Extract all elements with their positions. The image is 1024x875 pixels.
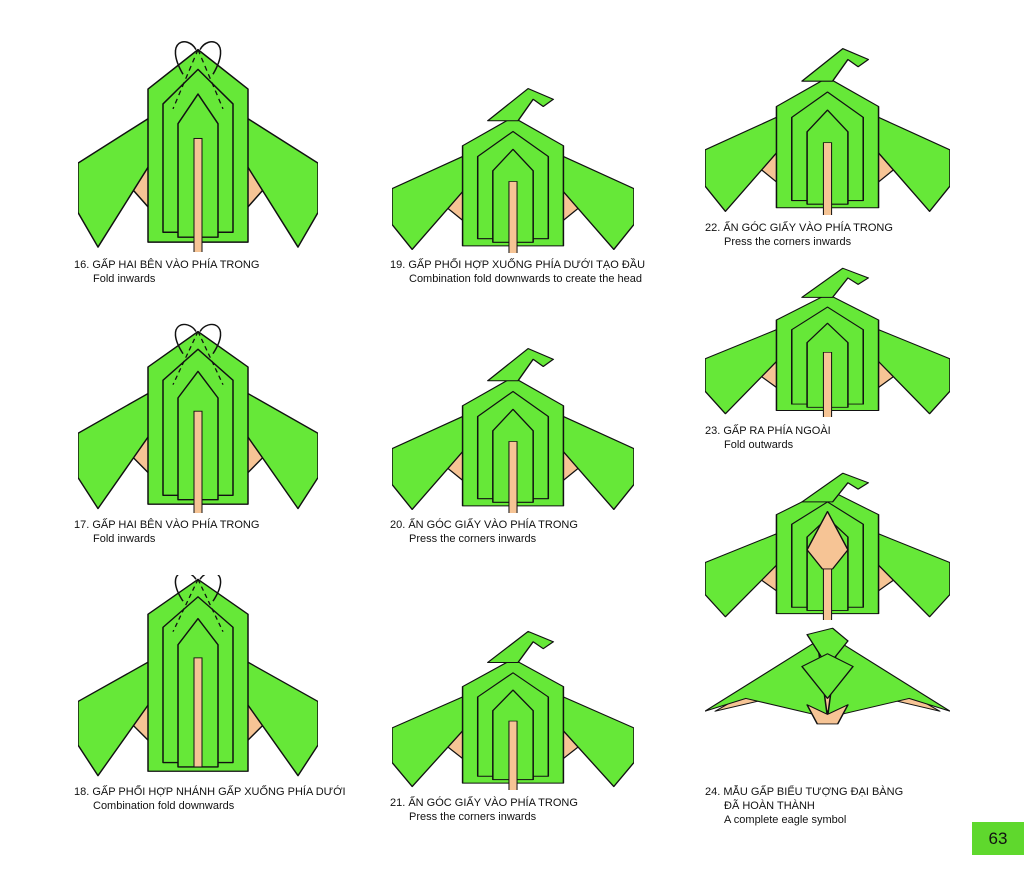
step-17-diagram (78, 305, 318, 513)
right-wing (232, 392, 318, 510)
origami-drawing (78, 575, 318, 777)
step-21-caption: 21. ẤN GÓC GIẤY VÀO PHÍA TRONG Press the… (390, 796, 578, 824)
origami-drawing (705, 472, 950, 620)
fold-arrow-icon (199, 575, 222, 602)
origami-drawing (392, 348, 634, 513)
feet (806, 704, 849, 725)
step-22-caption: 22. ẤN GÓC GIẤY VÀO PHÍA TRONG Press the… (705, 221, 893, 249)
origami-drawing (705, 627, 950, 725)
right-wing (547, 155, 634, 250)
center-slit (508, 720, 518, 790)
center-slit (508, 181, 518, 253)
caption-vi: 19. GẤP PHỐI HỢP XUỐNG PHÍA DƯỚI TẠO ĐẦU (390, 259, 646, 271)
left-wing (705, 533, 793, 618)
caption-en: A complete eagle symbol (724, 814, 847, 826)
left-wing (705, 116, 793, 212)
left-wing (705, 329, 793, 415)
fold-arrow-icon (174, 575, 197, 602)
fold-arrow-icon (199, 41, 222, 75)
fold-arrow-icon (174, 41, 197, 75)
head (801, 48, 870, 82)
right-wing (232, 661, 318, 777)
right-wing (862, 329, 950, 415)
right-wing (862, 116, 950, 212)
caption-vi: 16. GẤP HAI BÊN VÀO PHÍA TRONG (74, 259, 260, 271)
step-20-caption: 20. ẤN GÓC GIẤY VÀO PHÍA TRONG Press the… (390, 518, 578, 546)
center-slit (193, 410, 203, 513)
origami-drawing (78, 41, 318, 252)
step-18-caption: 18. GẤP PHỐI HỢP NHÁNH GẤP XUỐNG PHÍA DƯ… (74, 785, 346, 813)
left-wing (78, 117, 164, 248)
caption-vi: 21. ẤN GÓC GIẤY VÀO PHÍA TRONG (390, 797, 578, 809)
left-wing (78, 661, 164, 777)
caption-en: Fold inwards (93, 533, 156, 545)
step-16-caption: 16. GẤP HAI BÊN VÀO PHÍA TRONG Fold inwa… (74, 258, 259, 286)
step-23-diagram (705, 265, 950, 417)
step-24-caption: 24. MẪU GẤP BIỂU TƯỢNG ĐẠI BÀNG ĐÃ HOÀN … (705, 785, 903, 827)
caption-en: Press the corners inwards (724, 236, 852, 248)
right-wing (547, 415, 634, 510)
right-wing (232, 117, 318, 248)
center-slit (822, 351, 833, 417)
head (487, 88, 555, 122)
head (801, 472, 870, 503)
head (487, 630, 555, 663)
step-21-diagram (392, 628, 634, 790)
caption-en: Press the corners inwards (409, 533, 537, 545)
page-number-badge: 63 (972, 822, 1024, 855)
caption-vi: 20. ẤN GÓC GIẤY VÀO PHÍA TRONG (390, 519, 578, 531)
step-24b-eagle-diagram (705, 625, 950, 775)
fold-line (172, 579, 199, 632)
center-slit (193, 657, 203, 768)
left-wing (392, 415, 479, 510)
page-number: 63 (988, 828, 1008, 848)
fold-line (172, 49, 199, 110)
left-wing (392, 155, 479, 250)
origami-drawing (78, 323, 318, 513)
fold-arrow-icon (199, 323, 222, 355)
body (801, 653, 854, 699)
fold-line (197, 49, 224, 110)
origami-drawing (705, 267, 950, 417)
caption-vi: 22. ẤN GÓC GIẤY VÀO PHÍA TRONG (705, 222, 893, 234)
caption-en: Fold outwards (724, 439, 794, 451)
fold-arrow-icon (174, 323, 197, 355)
step-20-diagram (392, 345, 634, 513)
right-wing (547, 696, 634, 788)
head (801, 267, 870, 298)
caption-vi: 17. GẤP HAI BÊN VÀO PHÍA TRONG (74, 519, 260, 531)
caption-vi-line2: ĐÃ HOÀN THÀNH (724, 800, 815, 812)
fold-line (172, 331, 199, 385)
origami-drawing (392, 630, 634, 790)
step-24a-diagram (705, 470, 950, 620)
caption-vi: 18. GẤP PHỐI HỢP NHÁNH GẤP XUỐNG PHÍA DƯ… (74, 786, 346, 798)
left-wing (392, 696, 479, 788)
center-slit (822, 142, 833, 215)
step-23-caption: 23. GẤP RA PHÍA NGOÀI Fold outwards (705, 424, 831, 452)
center-slit (508, 441, 518, 513)
center-slit (193, 137, 203, 252)
step-18-diagram (78, 575, 318, 780)
right-wing (862, 533, 950, 618)
left-wing (78, 392, 164, 510)
step-19-caption: 19. GẤP PHỐI HỢP XUỐNG PHÍA DƯỚI TẠO ĐẦU… (390, 258, 645, 286)
origami-drawing (705, 48, 950, 215)
tail-feathers (806, 511, 849, 570)
caption-en: Press the corners inwards (409, 811, 537, 823)
caption-en: Combination fold downwards (93, 800, 235, 812)
step-22-diagram (705, 45, 950, 215)
step-17-caption: 17. GẤP HAI BÊN VÀO PHÍA TRONG Fold inwa… (74, 518, 259, 546)
step-19-diagram (392, 85, 634, 253)
head (487, 348, 555, 382)
caption-en: Combination fold downwards to create the… (409, 273, 642, 285)
head (806, 627, 849, 667)
fold-line (197, 331, 224, 385)
fold-line (197, 579, 224, 632)
origami-drawing (392, 88, 634, 253)
caption-en: Fold inwards (93, 273, 156, 285)
caption-vi: 23. GẤP RA PHÍA NGOÀI (705, 425, 831, 437)
step-16-diagram (78, 20, 318, 252)
caption-vi: 24. MẪU GẤP BIỂU TƯỢNG ĐẠI BÀNG (705, 786, 904, 798)
